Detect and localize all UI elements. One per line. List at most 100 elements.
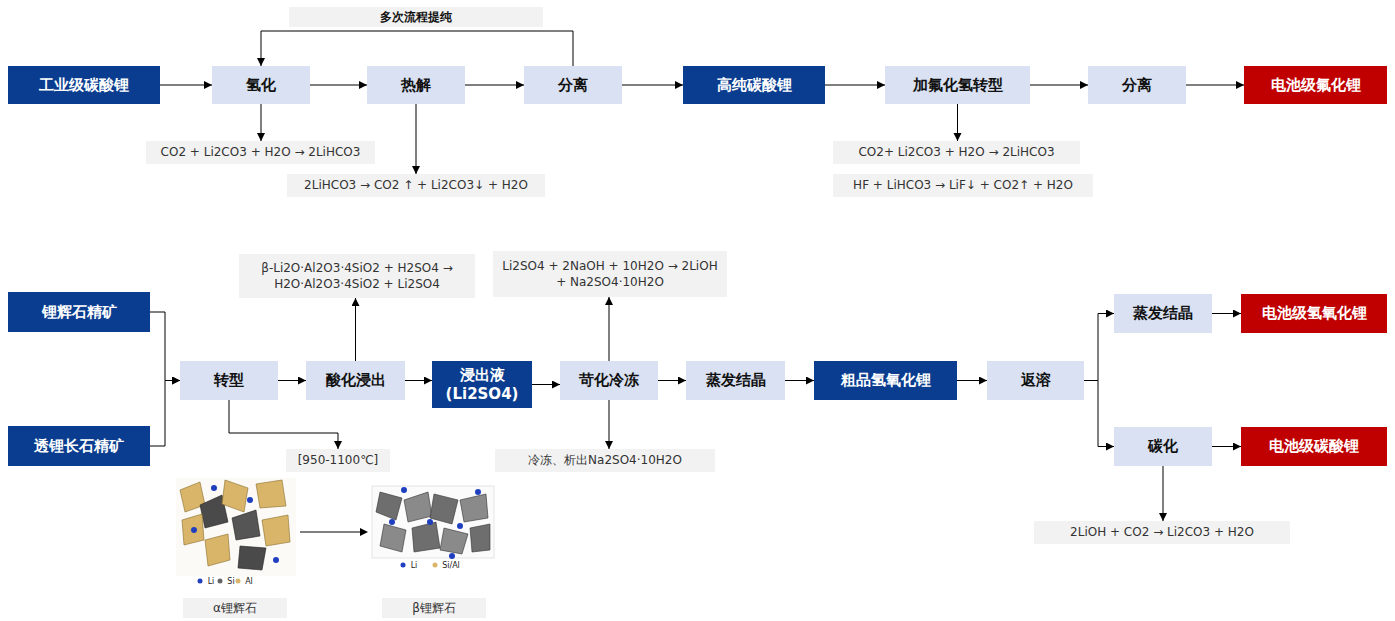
- process-box: 蒸发结晶: [1114, 294, 1212, 333]
- flow-arrow: [1186, 85, 1244, 86]
- note-box: 冷冻、析出Na2SO4·10H2O: [495, 449, 715, 472]
- input-box: 锂辉石精矿: [8, 292, 150, 332]
- flow-arrow: [416, 104, 417, 174]
- node-text: 电池级氢氧化锂: [1262, 304, 1367, 323]
- process-box: 分离: [524, 66, 622, 104]
- legend-text: Al: [242, 577, 256, 586]
- product-box: 电池级氢氧化锂: [1241, 294, 1387, 333]
- product-box: 电池级碳酸锂: [1241, 427, 1387, 466]
- node-text: 返溶: [1021, 371, 1051, 390]
- flow-arrow: [1212, 446, 1241, 447]
- node-text: 加氟化氢转型: [913, 76, 1003, 95]
- input-box: 工业级碳酸锂: [8, 66, 160, 104]
- flow-arrow: [150, 381, 180, 447]
- node-text: 蒸发结晶: [1133, 304, 1193, 323]
- node-text: 高纯碳酸锂: [717, 76, 792, 95]
- process-box: 苛化冷冻: [560, 361, 658, 400]
- equation-box: CO2 + Li2CO3 + H2O → 2LiHCO3: [146, 141, 375, 164]
- caption: β锂辉石: [382, 598, 486, 618]
- process-box: 返溶: [987, 361, 1084, 400]
- intermediate-box: 高纯碳酸锂: [683, 66, 825, 104]
- flow-arrow: [785, 380, 814, 381]
- process-box: 氢化: [212, 66, 310, 104]
- node-text: 热解: [401, 76, 431, 95]
- flow-arrow: [1163, 466, 1164, 521]
- transform-arrowhead: [360, 528, 368, 536]
- flow-arrow: [160, 85, 212, 86]
- edge-label: 多次流程提纯: [289, 7, 543, 27]
- flow-arrow: [261, 104, 262, 141]
- equation-box: CO2+ Li2CO3 + H2O → 2LiHCO3: [833, 141, 1080, 164]
- flow-arrow: [658, 380, 686, 381]
- flow-arrow: [1212, 313, 1241, 314]
- flow-arrow: [622, 85, 683, 86]
- flow-arrow: [532, 384, 560, 385]
- node-text: 电池级碳酸锂: [1269, 437, 1359, 456]
- legend-text: Li: [204, 577, 218, 586]
- node-text: CO2 + Li2CO3 + H2O → 2LiHCO3: [161, 144, 361, 160]
- node-text: 转型: [214, 371, 244, 390]
- legend-text: Si/Al: [439, 561, 463, 570]
- alpha-spodumene-picture: [176, 478, 296, 584]
- legend-text: Si: [224, 577, 238, 586]
- flow-arrow: [1030, 85, 1088, 86]
- node-text: 2LiOH + CO2 → Li2CO3 + H2O: [1070, 524, 1254, 540]
- intermediate-box: 粗品氢氧化锂: [814, 361, 957, 400]
- transform-arrow: [300, 532, 362, 533]
- flow-arrow: [405, 380, 432, 381]
- node-text: 工业级碳酸锂: [39, 76, 129, 95]
- intermediate-box: 浸出液 (Li2SO4): [432, 361, 532, 408]
- flow-arrow: [278, 380, 306, 381]
- node-text: 碳化: [1148, 437, 1178, 456]
- beta-spodumene-picture: [372, 486, 494, 568]
- node-text: β-Li2O·Al2O3·4SiO2 + H2SO4 → H2O·Al2O3·4…: [245, 260, 469, 292]
- flow-arrow: [957, 380, 987, 381]
- flow-arrow: [609, 297, 610, 361]
- process-box: 蒸发结晶: [686, 361, 785, 400]
- input-box: 透锂长石精矿: [8, 426, 150, 466]
- flow-arrow: [465, 85, 524, 86]
- node-text: HF + LiHCO3 → LiF↓ + CO2↑ + H2O: [853, 177, 1073, 193]
- process-box: 加氟化氢转型: [885, 66, 1030, 104]
- node-text: 粗品氢氧化锂: [841, 371, 931, 390]
- flow-arrow: [957, 104, 958, 141]
- node-text: 锂辉石精矿: [42, 303, 117, 322]
- equation-box: Li2SO4 + 2NaOH + 10H2O → 2LiOH + Na2SO4·…: [493, 251, 727, 297]
- process-box: 酸化浸出: [306, 361, 405, 400]
- process-box: 碳化: [1114, 427, 1212, 466]
- equation-box: β-Li2O·Al2O3·4SiO2 + H2SO4 → H2O·Al2O3·4…: [239, 254, 475, 298]
- node-text: 透锂长石精矿: [34, 437, 124, 456]
- product-box: 电池级氟化锂: [1244, 66, 1387, 104]
- flow-arrow: [261, 31, 573, 66]
- condition-box: [950-1100℃]: [286, 449, 390, 472]
- node-text: 蒸发结晶: [706, 371, 766, 390]
- node-text: CO2+ Li2CO3 + H2O → 2LiHCO3: [858, 144, 1054, 160]
- equation-box: 2LiOH + CO2 → Li2CO3 + H2O: [1034, 521, 1290, 544]
- flow-arrow: [355, 298, 356, 361]
- flow-arrow: [609, 400, 610, 449]
- process-box: 转型: [180, 361, 278, 400]
- node-text: 分离: [558, 76, 588, 95]
- node-text: 苛化冷冻: [579, 371, 639, 390]
- node-text: 浸出液 (Li2SO4): [440, 366, 524, 403]
- equation-box: HF + LiHCO3 → LiF↓ + CO2↑ + H2O: [833, 174, 1093, 197]
- flow-arrow: [1084, 314, 1114, 381]
- flow-arrow: [825, 85, 885, 86]
- node-text: 电池级氟化锂: [1271, 76, 1361, 95]
- flow-arrow: [310, 85, 367, 86]
- flow-arrow: [150, 312, 180, 381]
- node-text: 分离: [1122, 76, 1152, 95]
- node-text: [950-1100℃]: [298, 452, 379, 468]
- flow-arrow: [1084, 381, 1114, 447]
- node-text: Li2SO4 + 2NaOH + 10H2O → 2LiOH + Na2SO4·…: [499, 258, 721, 290]
- legend-text: Li: [407, 561, 421, 570]
- process-box: 热解: [367, 66, 465, 104]
- flow-arrow: [229, 400, 338, 449]
- process-box: 分离: [1088, 66, 1186, 104]
- node-text: 2LiHCO3 → CO2 ↑ + Li2CO3↓ + H2O: [304, 177, 528, 193]
- caption: α锂辉石: [183, 598, 287, 618]
- equation-box: 2LiHCO3 → CO2 ↑ + Li2CO3↓ + H2O: [287, 174, 545, 197]
- node-text: 冷冻、析出Na2SO4·10H2O: [528, 452, 682, 468]
- node-text: 氢化: [246, 76, 276, 95]
